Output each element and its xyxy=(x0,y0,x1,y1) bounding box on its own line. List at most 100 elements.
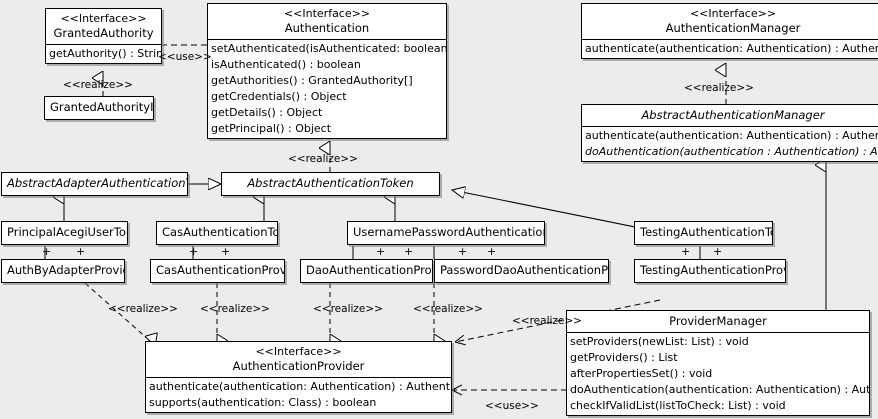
operation-item: setProviders(newList: List) : void xyxy=(570,335,749,348)
class-header: AbstractAuthenticationToken xyxy=(222,173,439,195)
edge-label-realize-daoprovider: <<realize>> xyxy=(313,303,383,315)
class-name-label: AbstractAuthenticationToken xyxy=(247,176,414,190)
class-header: <<Interface>> GrantedAuthority xyxy=(46,9,161,44)
multiplicity-plus: + xyxy=(42,245,52,258)
multiplicity-plus: + xyxy=(458,245,468,258)
edge-label-realize-abstractauthenticationtoken: <<realize>> xyxy=(288,153,358,165)
class-header: <<Interface>> Authentication xyxy=(208,4,446,39)
class-header: GrantedAuthorityImpl xyxy=(45,97,153,119)
operation-item: authenticate(authentication: Authenticat… xyxy=(585,42,878,55)
class-name-label: AuthByAdapterProvider xyxy=(7,263,124,277)
operations-compartment: authenticate(authentication: Authenticat… xyxy=(146,378,451,412)
operation-item: checkIfValidList(listToCheck: List) : vo… xyxy=(570,399,786,412)
class-name-label: ProviderManager xyxy=(669,314,767,328)
class-name-label: AuthenticationManager xyxy=(665,21,801,35)
operation-item: getDetails() : Object xyxy=(211,106,323,119)
class-authentication[interactable]: <<Interface>> Authentication setAuthenti… xyxy=(207,3,447,139)
class-abstract-authentication-manager[interactable]: AbstractAuthenticationManager authentica… xyxy=(581,104,878,162)
operations-compartment: setProviders(newList: List) : void getPr… xyxy=(567,333,869,415)
class-testing-authentication-provider[interactable]: TestingAuthenticationProvider xyxy=(634,259,786,283)
edge-label-realize-passworddaoprovider: <<realize>> xyxy=(413,303,483,315)
compartment-divider xyxy=(567,332,869,333)
edge-label-realize-casprovider: <<realize>> xyxy=(200,303,270,315)
stereotype-label: <<Interface>> xyxy=(255,345,342,358)
class-name-label: TestingAuthenticationToken xyxy=(640,225,772,239)
class-authentication-provider[interactable]: <<Interface>> AuthenticationProvider aut… xyxy=(145,341,452,413)
operation-item: getProviders() : List xyxy=(570,351,678,364)
class-header: CasAuthenticationToken xyxy=(157,222,277,244)
class-header: UsernamePasswordAuthenticationToken xyxy=(348,222,544,244)
operation-item: isAuthenticated() : boolean xyxy=(211,58,361,71)
class-principal-acegi-user-token[interactable]: PrincipalAcegiUserToken xyxy=(1,221,128,245)
operation-item: getAuthority() : String xyxy=(49,47,162,60)
compartment-divider xyxy=(46,44,161,45)
multiplicity-plus: + xyxy=(76,245,86,258)
operations-compartment: authenticate(authentication: Authenticat… xyxy=(582,127,878,161)
class-header: AbstractAuthenticationManager xyxy=(582,105,878,126)
class-name-label: AuthenticationProvider xyxy=(232,359,365,373)
edge-label-realize-providermanager: <<realize>> xyxy=(512,315,582,327)
operations-compartment: authenticate(authentication: Authenticat… xyxy=(582,40,878,58)
multiplicity-plus: + xyxy=(189,245,199,258)
multiplicity-plus: + xyxy=(376,245,386,258)
class-name-label: GrantedAuthorityImpl xyxy=(50,100,154,114)
compartment-divider xyxy=(208,39,446,40)
multiplicity-plus: + xyxy=(713,245,723,258)
class-header: PasswordDaoAuthenticationProvider xyxy=(435,260,608,282)
class-testing-authentication-token[interactable]: TestingAuthenticationToken xyxy=(634,221,773,245)
multiplicity-plus: + xyxy=(404,245,414,258)
class-authentication-manager[interactable]: <<Interface>> AuthenticationManager auth… xyxy=(581,3,878,59)
class-name-label: GrantedAuthority xyxy=(53,26,154,40)
class-abstract-authentication-token[interactable]: AbstractAuthenticationToken xyxy=(221,172,440,196)
class-password-dao-authentication-provider[interactable]: PasswordDaoAuthenticationProvider xyxy=(434,259,609,283)
operation-item: afterPropertiesSet() : void xyxy=(570,367,713,380)
class-header: CasAuthenticationProvider xyxy=(151,260,284,282)
operations-compartment: getAuthority() : String xyxy=(46,45,161,63)
edge-label-realize-abstractauthenticationmanager: <<realize>> xyxy=(684,82,754,94)
class-header: TestingAuthenticationToken xyxy=(635,222,772,244)
class-username-password-authentication-token[interactable]: UsernamePasswordAuthenticationToken xyxy=(347,221,545,245)
stereotype-label: <<Interface>> xyxy=(689,7,777,20)
class-header: DaoAuthenticationProvider xyxy=(301,260,432,282)
class-name-label: AbstractAuthenticationManager xyxy=(641,108,825,122)
class-cas-authentication-token[interactable]: CasAuthenticationToken xyxy=(156,221,278,245)
operations-compartment: setAuthenticated(isAuthenticated: boolea… xyxy=(208,40,446,138)
class-header: <<Interface>> AuthenticationProvider xyxy=(146,342,451,377)
compartment-divider xyxy=(582,39,878,40)
class-name-label: CasAuthenticationProvider xyxy=(156,263,285,277)
class-name-label: CasAuthenticationToken xyxy=(162,225,278,239)
class-granted-authority-impl[interactable]: GrantedAuthorityImpl xyxy=(44,96,154,120)
class-header: AuthByAdapterProvider xyxy=(2,260,124,282)
compartment-divider xyxy=(146,377,451,378)
class-name-label: DaoAuthenticationProvider xyxy=(306,263,432,277)
operation-item: getPrincipal() : Object xyxy=(211,122,332,135)
compartment-divider xyxy=(582,126,878,127)
class-granted-authority[interactable]: <<Interface>> GrantedAuthority getAuthor… xyxy=(45,8,162,64)
class-name-label: PasswordDaoAuthenticationProvider xyxy=(440,263,608,277)
operation-item: getAuthorities() : GrantedAuthority[] xyxy=(211,74,413,87)
edge-label-use-grantedauthority: <<use>> xyxy=(158,51,212,63)
operation-item: getCredentials() : Object xyxy=(211,90,347,103)
edge-label-use-providermanager: <<use>> xyxy=(485,400,539,412)
class-header: ProviderManager xyxy=(567,311,869,332)
operation-item: authenticate(authentication: Authenticat… xyxy=(149,380,451,393)
operation-item: supports(authentication: Class) : boolea… xyxy=(149,396,377,409)
class-dao-authentication-provider[interactable]: DaoAuthenticationProvider xyxy=(300,259,433,283)
class-header: <<Interface>> AuthenticationManager xyxy=(582,4,878,39)
class-header: AbstractAdapterAuthenticationToken xyxy=(2,173,187,195)
class-name-label: TestingAuthenticationProvider xyxy=(640,263,785,277)
stereotype-label: <<Interface>> xyxy=(60,12,147,25)
class-cas-authentication-provider[interactable]: CasAuthenticationProvider xyxy=(150,259,285,283)
edge-label-realize-authbyadapter: <<realize>> xyxy=(108,303,178,315)
multiplicity-plus: + xyxy=(681,245,691,258)
operation-item: setAuthenticated(isAuthenticated: boolea… xyxy=(211,42,447,55)
class-name-label: PrincipalAcegiUserToken xyxy=(7,225,127,239)
class-auth-by-adapter-provider[interactable]: AuthByAdapterProvider xyxy=(1,259,125,283)
edge-label-realize-grantedauthorityimpl: <<realize>> xyxy=(63,79,133,91)
class-abstract-adapter-authentication-token[interactable]: AbstractAdapterAuthenticationToken xyxy=(1,172,188,196)
class-name-label: UsernamePasswordAuthenticationToken xyxy=(353,225,544,239)
class-provider-manager[interactable]: ProviderManager setProviders(newList: Li… xyxy=(566,310,870,416)
class-name-label: Authentication xyxy=(284,21,370,35)
class-header: TestingAuthenticationProvider xyxy=(635,260,785,282)
